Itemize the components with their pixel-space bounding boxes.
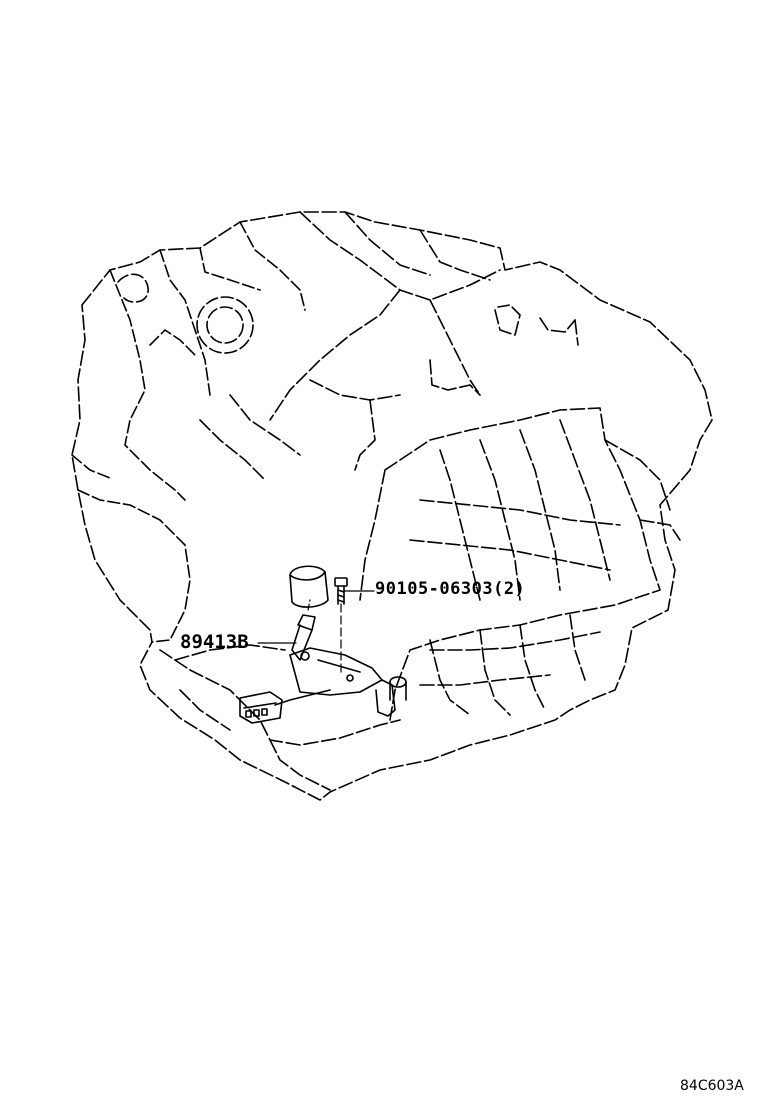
bolt-part-number-label[interactable]: 90105-06303(2) [375,579,526,599]
speed-sensor-part [239,565,407,724]
bolt-part [334,577,348,673]
oil-pan [159,644,401,791]
bell-housing-details [71,221,306,643]
upper-case-details [199,211,579,481]
diagram-code-label: 84C603A [680,1078,744,1094]
callout-leader-lines [257,590,375,644]
front-cover [359,407,681,721]
sensor-part-number-label[interactable]: 89413B [180,631,249,653]
